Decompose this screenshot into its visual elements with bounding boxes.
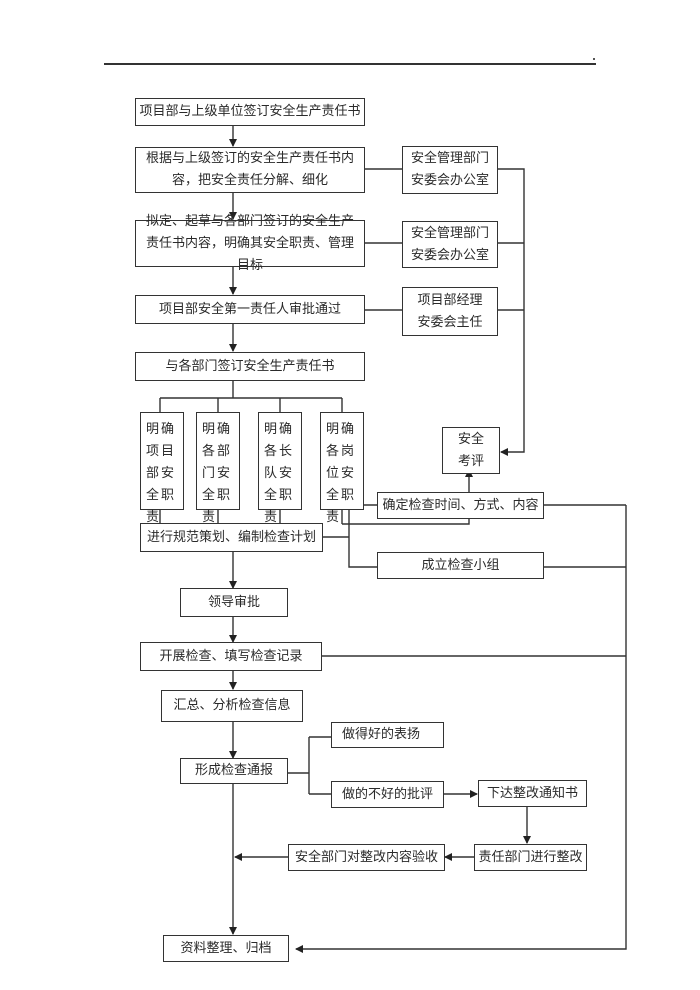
owner-box-3: 项目部经理 安委会主任	[402, 287, 498, 336]
rail-to-archive	[295, 505, 627, 953]
step-draft: 拟定、起草与各部门签订的安全生产责任书内容，明确其安全职责、管理目标	[135, 214, 365, 273]
conduct-box: 开展检查、填写检查记录	[140, 642, 322, 671]
owner-box-1: 安全管理部门 安委会办公室	[402, 146, 498, 194]
responsibility-box-2: 明确各部门安全职责	[196, 412, 240, 525]
header-mark	[593, 58, 595, 60]
header-rule	[104, 63, 596, 65]
responsibility-box-1: 明确项目部安全职责	[140, 412, 184, 525]
report-box: 形成检查通报	[180, 758, 288, 784]
determine-box: 确定检查时间、方式、内容	[377, 492, 544, 519]
link-determine-bottom	[342, 518, 470, 525]
step-approve-first: 项目部安全第一责任人审批通过	[135, 295, 365, 324]
accept-box: 安全部门对整改内容验收	[288, 844, 445, 871]
rectify-box: 责任部门进行整改	[474, 844, 587, 871]
step-decompose: 根据与上级签订的安全生产责任书内容，把安全责任分解、细化	[135, 147, 365, 193]
criticize-box: 做的不好的批评	[331, 781, 444, 808]
responsibility-box-3: 明确各长队安全职责	[258, 412, 302, 525]
responsibility-box-4: 明确各岗位安全职责	[320, 412, 364, 525]
archive-box: 资料整理、归档	[163, 935, 289, 962]
summarize-box: 汇总、分析检查信息	[161, 690, 303, 722]
praise-box: 做得好的表扬	[331, 722, 444, 748]
step-sign-upper: 项目部与上级单位签订安全生产责任书	[135, 98, 365, 126]
notice-box: 下达整改通知书	[478, 780, 587, 807]
safety-review-box: 安全考评	[442, 427, 500, 474]
plan-box: 进行规范策划、编制检查计划	[140, 523, 323, 552]
leader-approve-box: 领导审批	[180, 588, 288, 617]
form-group-box: 成立检查小组	[377, 552, 544, 579]
step-sign-depts: 与各部门签订安全生产责任书	[135, 352, 365, 381]
owner-box-2: 安全管理部门 安委会办公室	[402, 221, 498, 268]
